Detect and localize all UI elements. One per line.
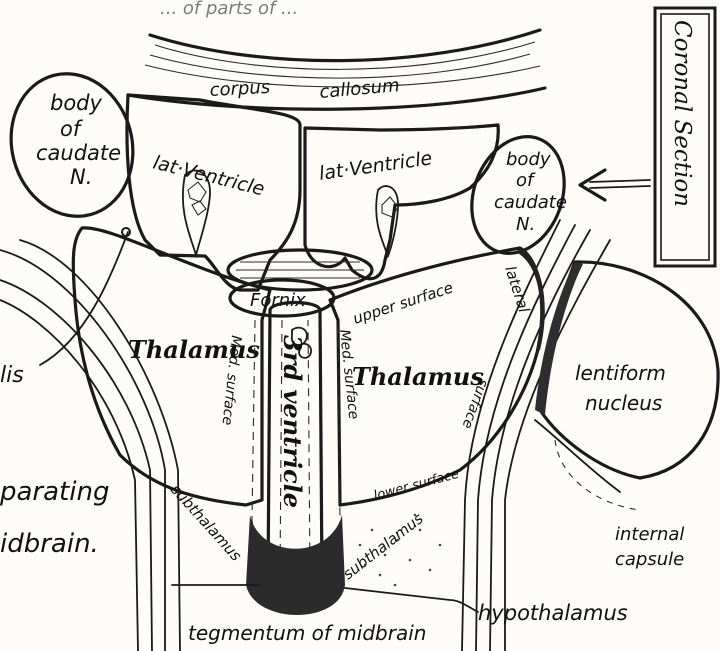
coronal-section-box: Coronal Section	[655, 8, 715, 266]
body-label-left: body	[50, 91, 103, 115]
of-label-left: of	[60, 117, 84, 141]
lat-ventricle-left-label: lat·Ventricle	[151, 152, 267, 201]
caudate-label-left: caudate	[36, 141, 121, 165]
internal-label: internal	[615, 524, 684, 545]
caudate-nucleus-right: body of caudate N.	[456, 124, 580, 267]
lower-surface-label: lower surface	[372, 467, 461, 504]
lateral-label: lateral	[501, 264, 533, 316]
separating-fragment: parating	[0, 477, 109, 507]
hypothalamus-label: hypothalamus	[478, 601, 628, 625]
header-fragment: ... of parts of ...	[160, 0, 298, 19]
lentiform-label: lentiform	[575, 361, 666, 385]
n-label-left: N.	[70, 165, 92, 189]
n-label-right: N.	[516, 214, 535, 235]
coronal-section-label: Coronal Section	[669, 20, 695, 207]
capsule-label: capsule	[615, 549, 684, 570]
lis-fragment: lis	[0, 363, 24, 388]
midbrain-fragment: idbrain.	[0, 529, 99, 559]
nucleus-label: nucleus	[585, 391, 662, 415]
caudate-label-right: caudate	[494, 192, 567, 213]
callosum-label: callosum	[319, 75, 401, 103]
lentiform-nucleus	[535, 262, 718, 510]
third-ventricle-label: 3rd ventricle	[278, 335, 307, 508]
corpus-label: corpus	[209, 77, 271, 101]
body-label-right: body	[506, 149, 551, 170]
arrow-icon	[580, 170, 650, 200]
tegmentum-label: tegmentum of midbrain	[188, 621, 426, 645]
lat-ventricle-right-label: lat·Ventricle	[318, 147, 434, 185]
subthalamus-right-label: subthalamus	[339, 509, 426, 583]
thalamus-right-label: Thalamus	[352, 362, 484, 391]
fornix-label: Fornix	[250, 290, 306, 311]
of-label-right: of	[516, 170, 536, 191]
